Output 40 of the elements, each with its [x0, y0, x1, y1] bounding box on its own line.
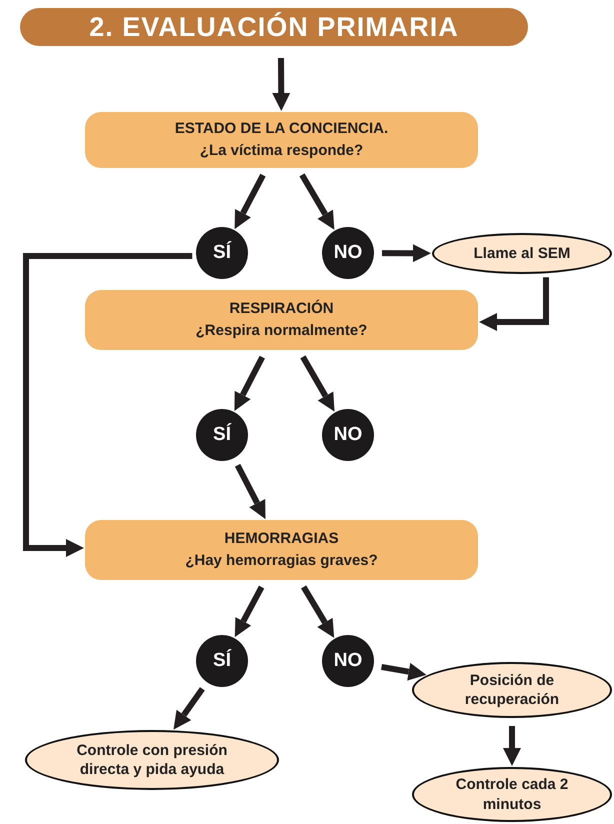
- answer-circle: [196, 635, 248, 687]
- arrow: [479, 277, 549, 331]
- arrow: [380, 662, 426, 681]
- answer-text: SÍ: [213, 242, 231, 264]
- box-heading: HEMORRAGIAS: [224, 529, 339, 550]
- answer-text: SÍ: [213, 650, 231, 672]
- process-box: [85, 290, 478, 350]
- box-question: ¿Respira normalmente?: [196, 321, 368, 341]
- action-text: Llame al SEM: [474, 244, 570, 264]
- arrow: [301, 585, 334, 638]
- arrow: [234, 586, 264, 638]
- arrow: [382, 244, 431, 262]
- process-box: [85, 520, 478, 580]
- process-box: [85, 112, 478, 168]
- box-heading: RESPIRACIÓN: [229, 298, 334, 320]
- answer-text: NO: [334, 242, 362, 264]
- arrow: [299, 173, 334, 230]
- box-question: ¿La víctima responde?: [200, 141, 364, 161]
- arrow: [23, 253, 192, 557]
- box-question: ¿Hay hemorragias graves?: [185, 551, 378, 571]
- title-banner: 2. EVALUACIÓN PRIMARIA: [20, 8, 528, 46]
- action-text: Controle con presión directa y pida ayuda: [76, 740, 228, 780]
- action-text: Controle cada 2 minutos: [454, 775, 570, 814]
- arrow: [234, 464, 266, 520]
- answer-circle: [196, 409, 248, 461]
- answer-text: NO: [334, 424, 362, 446]
- answer-circle: [322, 635, 374, 687]
- action-text: Posición de recuperación: [464, 670, 560, 710]
- arrow: [234, 356, 265, 411]
- answer-circle: [322, 409, 374, 461]
- answer-text: NO: [334, 650, 362, 672]
- answer-circle: [196, 227, 248, 279]
- arrow: [234, 174, 266, 230]
- answer-circle: [322, 227, 374, 279]
- arrow: [174, 687, 205, 730]
- box-heading: ESTADO DE LA CONCIENCIA.: [174, 119, 388, 140]
- arrow: [272, 58, 290, 111]
- arrow: [503, 726, 521, 766]
- arrow: [300, 355, 334, 412]
- answer-text: SÍ: [213, 424, 231, 446]
